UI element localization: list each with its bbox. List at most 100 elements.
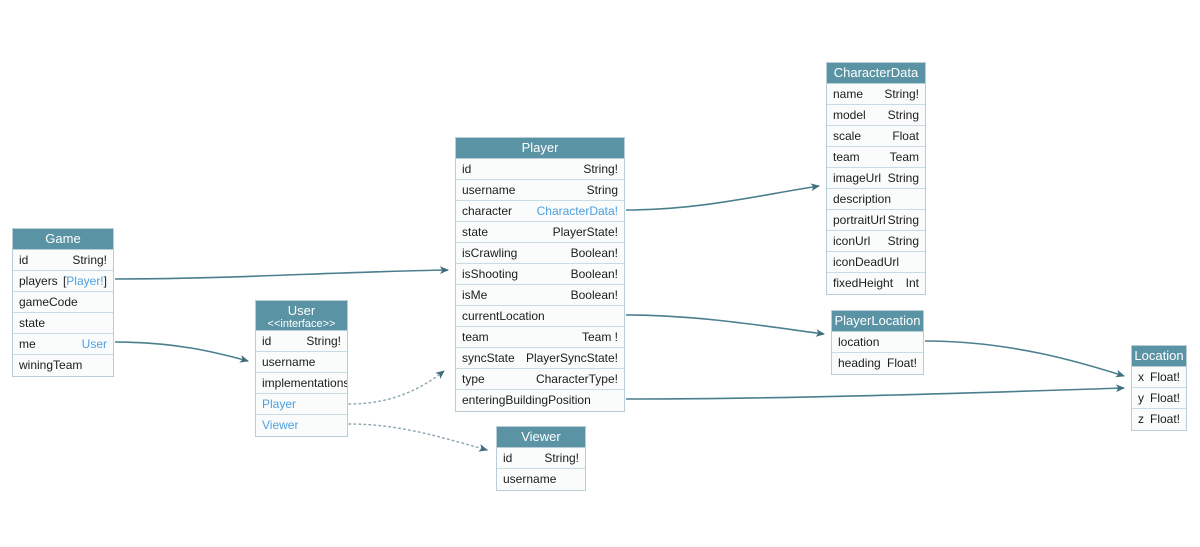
field-name: type — [462, 372, 485, 386]
field-row[interactable]: winingTeamTeam — [13, 355, 113, 376]
field-name: isMe — [462, 288, 488, 302]
field-name: model — [833, 108, 866, 122]
field-name: heading — [838, 356, 881, 370]
field-type: Boolean! — [570, 267, 618, 281]
edge-playerlocation-location-location — [924, 340, 1125, 378]
field-type: Float! — [1149, 412, 1180, 426]
field-row[interactable]: gameCodeString! — [13, 292, 113, 313]
field-type: String! — [306, 334, 341, 348]
field-row[interactable]: username String — [456, 180, 624, 201]
field-row[interactable]: team Team ! — [456, 327, 624, 348]
field-name: imageUrl — [833, 171, 882, 185]
field-row[interactable]: descriptionString — [827, 189, 925, 210]
field-row[interactable]: players [Player!] — [13, 271, 113, 292]
field-name: id — [462, 162, 472, 176]
field-type[interactable]: CharacterData! — [536, 204, 618, 218]
implementations-header: implementations — [256, 373, 347, 394]
field-name: state — [19, 316, 46, 330]
field-name: location — [838, 335, 880, 349]
field-name: isShooting — [462, 267, 519, 281]
entity-user[interactable]: User<<interface>> id String! usernameString… — [255, 300, 348, 437]
field-row[interactable]: locationLocation! — [832, 332, 923, 353]
field-name: username — [462, 183, 516, 197]
entity-title: User — [287, 303, 316, 318]
field-row[interactable]: me User — [13, 334, 113, 355]
field-type: Boolean! — [570, 288, 618, 302]
field-row[interactable]: stateGameState! — [13, 313, 113, 334]
field-type: Int — [905, 276, 919, 290]
field-row[interactable]: currentLocationPlayerLocation! — [456, 306, 624, 327]
field-type[interactable]: User — [81, 337, 107, 351]
field-name: iconDeadUrl — [833, 255, 900, 269]
field-type: String — [887, 234, 919, 248]
entity-game[interactable]: Game id String! players [Player!] gameCodeStr… — [12, 228, 114, 377]
edge-game-me-user — [114, 341, 249, 363]
field-type: String! — [544, 451, 579, 465]
field-name: me — [19, 337, 36, 351]
field-row[interactable]: z Float! — [1132, 409, 1186, 430]
entity-stereotype: <<interface>> — [267, 318, 336, 330]
field-type: String — [887, 108, 919, 122]
implementation-label: Viewer — [262, 418, 299, 432]
field-type: PlayerState! — [552, 225, 618, 239]
field-name: players — [19, 274, 58, 288]
field-type: String — [887, 213, 919, 227]
entity-header-game: Game — [13, 229, 113, 250]
field-type[interactable]: [Player!] — [62, 274, 107, 288]
field-row[interactable]: id String! — [256, 331, 347, 352]
field-type: String — [586, 183, 618, 197]
field-name: scale — [833, 129, 862, 143]
field-name: portraitUrl — [833, 213, 886, 227]
field-name: id — [262, 334, 272, 348]
field-name: syncState — [462, 351, 515, 365]
implementation-viewer[interactable]: Viewer — [256, 415, 347, 436]
field-row[interactable]: isShooting Boolean! — [456, 264, 624, 285]
field-name: currentLocation — [462, 309, 545, 323]
field-type: String — [887, 171, 919, 185]
field-row[interactable]: enteringBuildingPositionLocation — [456, 390, 624, 411]
field-name: z — [1138, 412, 1144, 426]
field-type: String! — [72, 253, 107, 267]
edge-player-currentlocation-playerlocation — [625, 314, 825, 337]
entity-header-user: User<<interface>> — [256, 301, 347, 331]
field-row[interactable]: type CharacterType! — [456, 369, 624, 390]
field-row[interactable]: isMe Boolean! — [456, 285, 624, 306]
field-type: CharacterType! — [535, 372, 618, 386]
entity-header-characterdata: CharacterData — [827, 63, 925, 84]
field-row[interactable]: id String! — [13, 250, 113, 271]
implementation-player[interactable]: Player — [256, 394, 347, 415]
field-row[interactable]: fixedHeight Int — [827, 273, 925, 294]
field-row[interactable]: iconDeadUrlString — [827, 252, 925, 273]
field-type: Team ! — [581, 330, 618, 344]
entity-playerlocation[interactable]: PlayerLocationlocationLocation!headingFl… — [831, 310, 924, 375]
field-row[interactable]: model String — [827, 105, 925, 126]
field-row[interactable]: imageUrl String — [827, 168, 925, 189]
field-name: fixedHeight — [833, 276, 894, 290]
field-name: gameCode — [19, 295, 78, 309]
edge-player-character-characterdata — [625, 183, 820, 211]
field-name: id — [19, 253, 29, 267]
field-name: team — [462, 330, 489, 344]
